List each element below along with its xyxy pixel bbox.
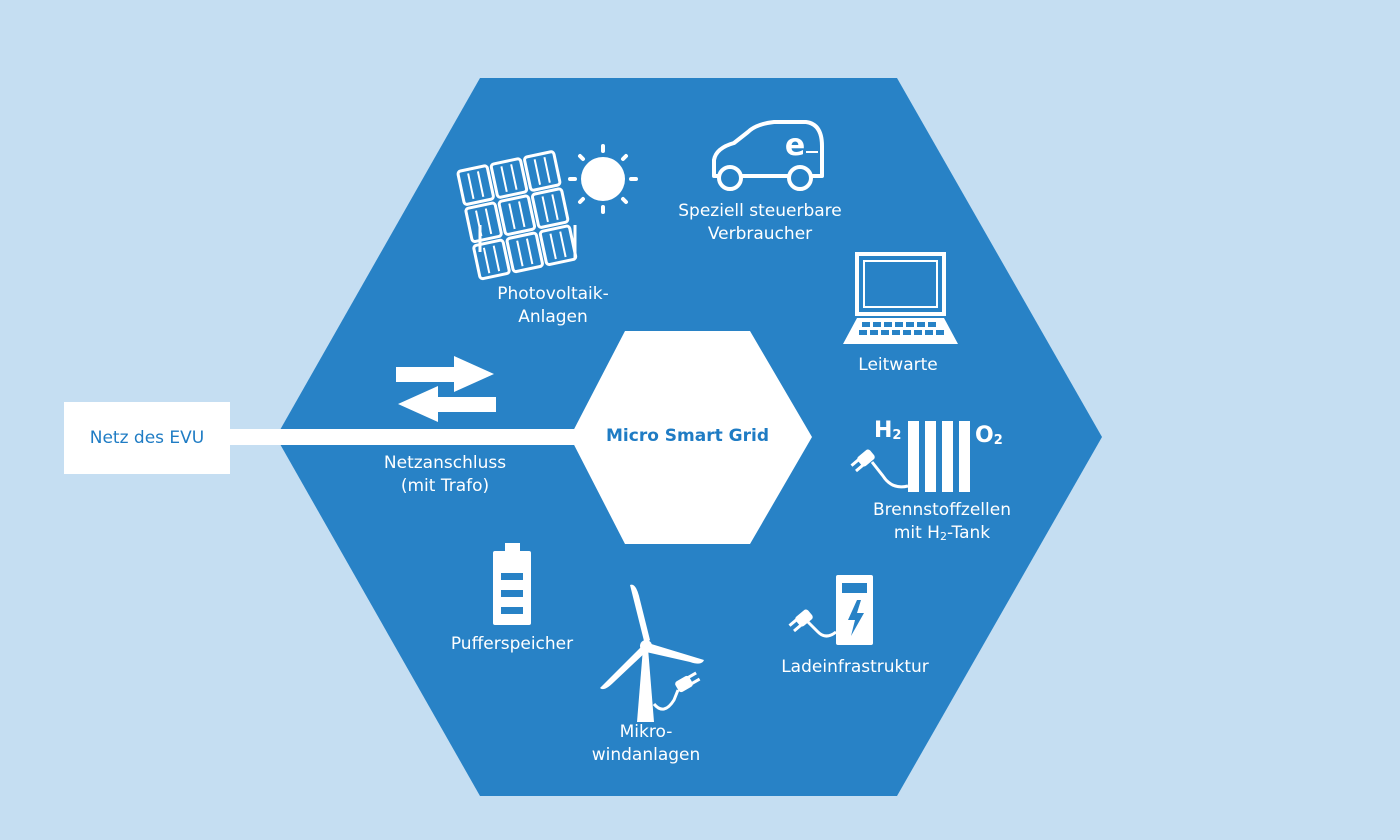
two-way-arrows-icon [396,356,496,422]
laptop-icon [843,252,958,344]
connection-line [228,429,588,445]
charging-plug-icon [788,609,813,633]
label-photovoltaik: Photovoltaik- Anlagen [497,284,609,327]
label-brennstoffzellen: Brennstoffzellen mit H2-Tank [873,500,1011,543]
solar-panel-sun-icon [456,144,638,281]
label-pufferspeicher: Pufferspeicher [450,634,574,654]
label-netzanschluss: Netzanschluss (mit Trafo) [383,453,507,496]
label-mikrowindanlagen: Mikro- windanlagen [591,722,701,765]
external-grid-label: Netz des EVU [89,428,205,448]
label-verbraucher: Speziell steuerbare Verbraucher [678,201,842,244]
car-e-letter: e [785,128,805,163]
charging-station-icon [788,575,873,645]
electric-car-icon: e [712,120,824,191]
center-label: Micro Smart Grid [606,426,769,446]
center-hexagon [570,331,812,544]
fuel-cell-icon [850,421,970,492]
wind-turbine-icon [600,584,704,722]
fuel-cell-plug-icon [850,449,875,473]
wind-plug-icon [675,671,701,693]
h2-label: H2 [874,418,902,443]
o2-label: O2 [975,423,1003,448]
label-leitwarte: Leitwarte [858,355,938,375]
battery-icon [493,543,531,625]
label-ladeinfrastruktur: Ladeinfrastruktur [781,657,929,677]
external-grid-box: Netz des EVU [64,402,230,474]
